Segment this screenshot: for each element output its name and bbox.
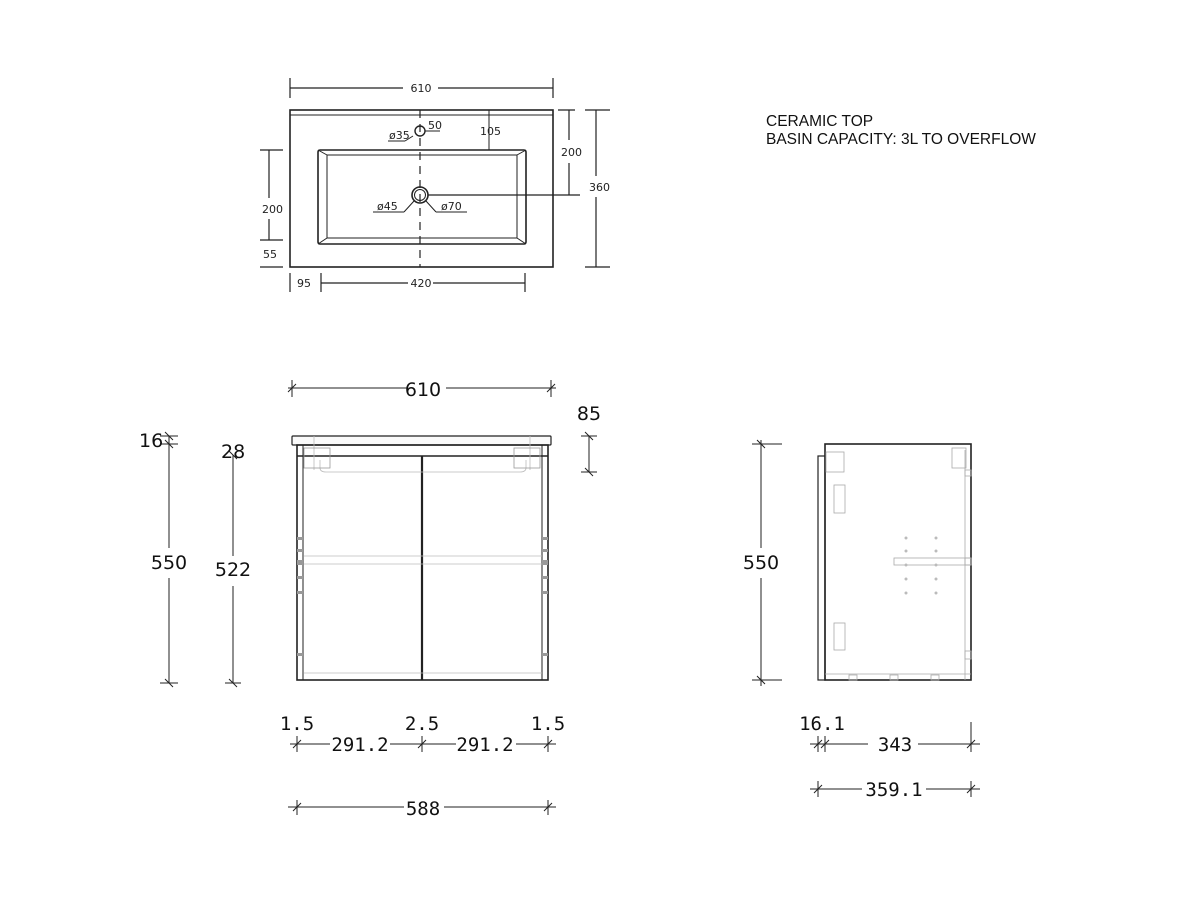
- dim-waste-outer: ø70: [441, 200, 462, 213]
- dim-left-margin: 95: [297, 277, 311, 290]
- top-view-labels: 610 ø35 50 105 200 360 200 55 95 420 ø45…: [262, 82, 610, 290]
- dim-side-height: 550: [743, 552, 779, 574]
- dim-door-right-width: 291.2: [456, 734, 513, 756]
- dim-cabinet-width: 588: [406, 798, 440, 820]
- side-view: [752, 439, 980, 797]
- dim-waste-inner: ø45: [377, 200, 398, 213]
- spec-notes: CERAMIC TOP BASIN CAPACITY: 3L TO OVERFL…: [766, 113, 1036, 149]
- dim-basin-depth: 200: [262, 203, 283, 216]
- dim-front-width: 610: [405, 379, 441, 401]
- dim-top-offset: 16: [139, 430, 163, 452]
- dim-front-height: 550: [151, 552, 187, 574]
- top-view: [260, 78, 610, 292]
- dim-gap-right: 1.5: [531, 713, 565, 735]
- dim-top-thickness: 85: [577, 403, 601, 425]
- dim-door-height: 522: [215, 559, 251, 581]
- dim-carcass-depth: 343: [878, 734, 912, 756]
- dim-gap-center: 2.5: [405, 713, 439, 735]
- note-basin-capacity: BASIN CAPACITY: 3L TO OVERFLOW: [766, 131, 1036, 148]
- dim-back-depth: 200: [561, 146, 582, 159]
- front-view: [160, 380, 597, 815]
- side-view-labels: 550 16.1 343 359.1: [743, 552, 923, 801]
- dim-top-width: 610: [411, 82, 432, 95]
- dim-tap-hole-offset: 50: [428, 119, 442, 132]
- dim-door-gap-top: 28: [221, 441, 245, 463]
- dim-front-margin: 55: [263, 248, 277, 261]
- note-ceramic-top: CERAMIC TOP: [766, 113, 874, 130]
- dim-gap-left: 1.5: [280, 713, 314, 735]
- front-view-labels: 610 85 16 28 550 522 1.5 291.2 2.5 291.2…: [139, 379, 601, 820]
- dim-door-left-width: 291.2: [331, 734, 388, 756]
- dim-basin-offset: 105: [480, 125, 501, 138]
- dim-basin-width: 420: [411, 277, 432, 290]
- dim-overall-depth: 359.1: [865, 779, 922, 801]
- dim-door-thickness: 16.1: [799, 713, 845, 735]
- dim-top-depth: 360: [589, 181, 610, 194]
- dim-tap-hole-dia: ø35: [389, 129, 410, 142]
